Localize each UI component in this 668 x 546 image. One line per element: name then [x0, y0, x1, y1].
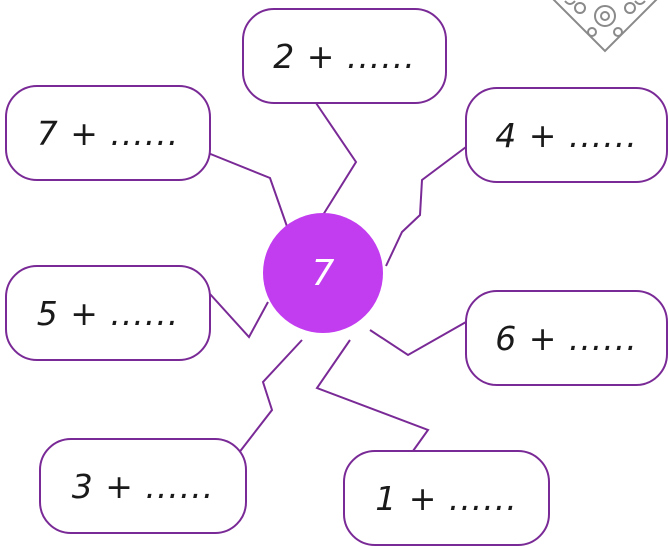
connector-2: [316, 103, 356, 223]
connector-4: [386, 147, 466, 266]
expr-box-1: 1 + ......: [343, 450, 550, 546]
expr-box-2: 2 + ......: [242, 8, 447, 104]
ornament-icon: [540, 0, 668, 56]
connector-7: [208, 153, 290, 235]
expr-box-4: 4 + ......: [465, 87, 668, 183]
expr-box-6: 6 + ......: [465, 290, 668, 386]
connector-3: [238, 340, 302, 454]
connector-5: [210, 294, 268, 337]
connector-6: [370, 322, 466, 355]
center-value: 7: [312, 253, 335, 294]
center-circle: 7: [263, 213, 383, 333]
connector-1: [317, 340, 428, 458]
expr-box-7: 7 + ......: [5, 85, 211, 181]
expr-box-5: 5 + ......: [5, 265, 211, 361]
expr-box-3: 3 + ......: [39, 438, 247, 534]
